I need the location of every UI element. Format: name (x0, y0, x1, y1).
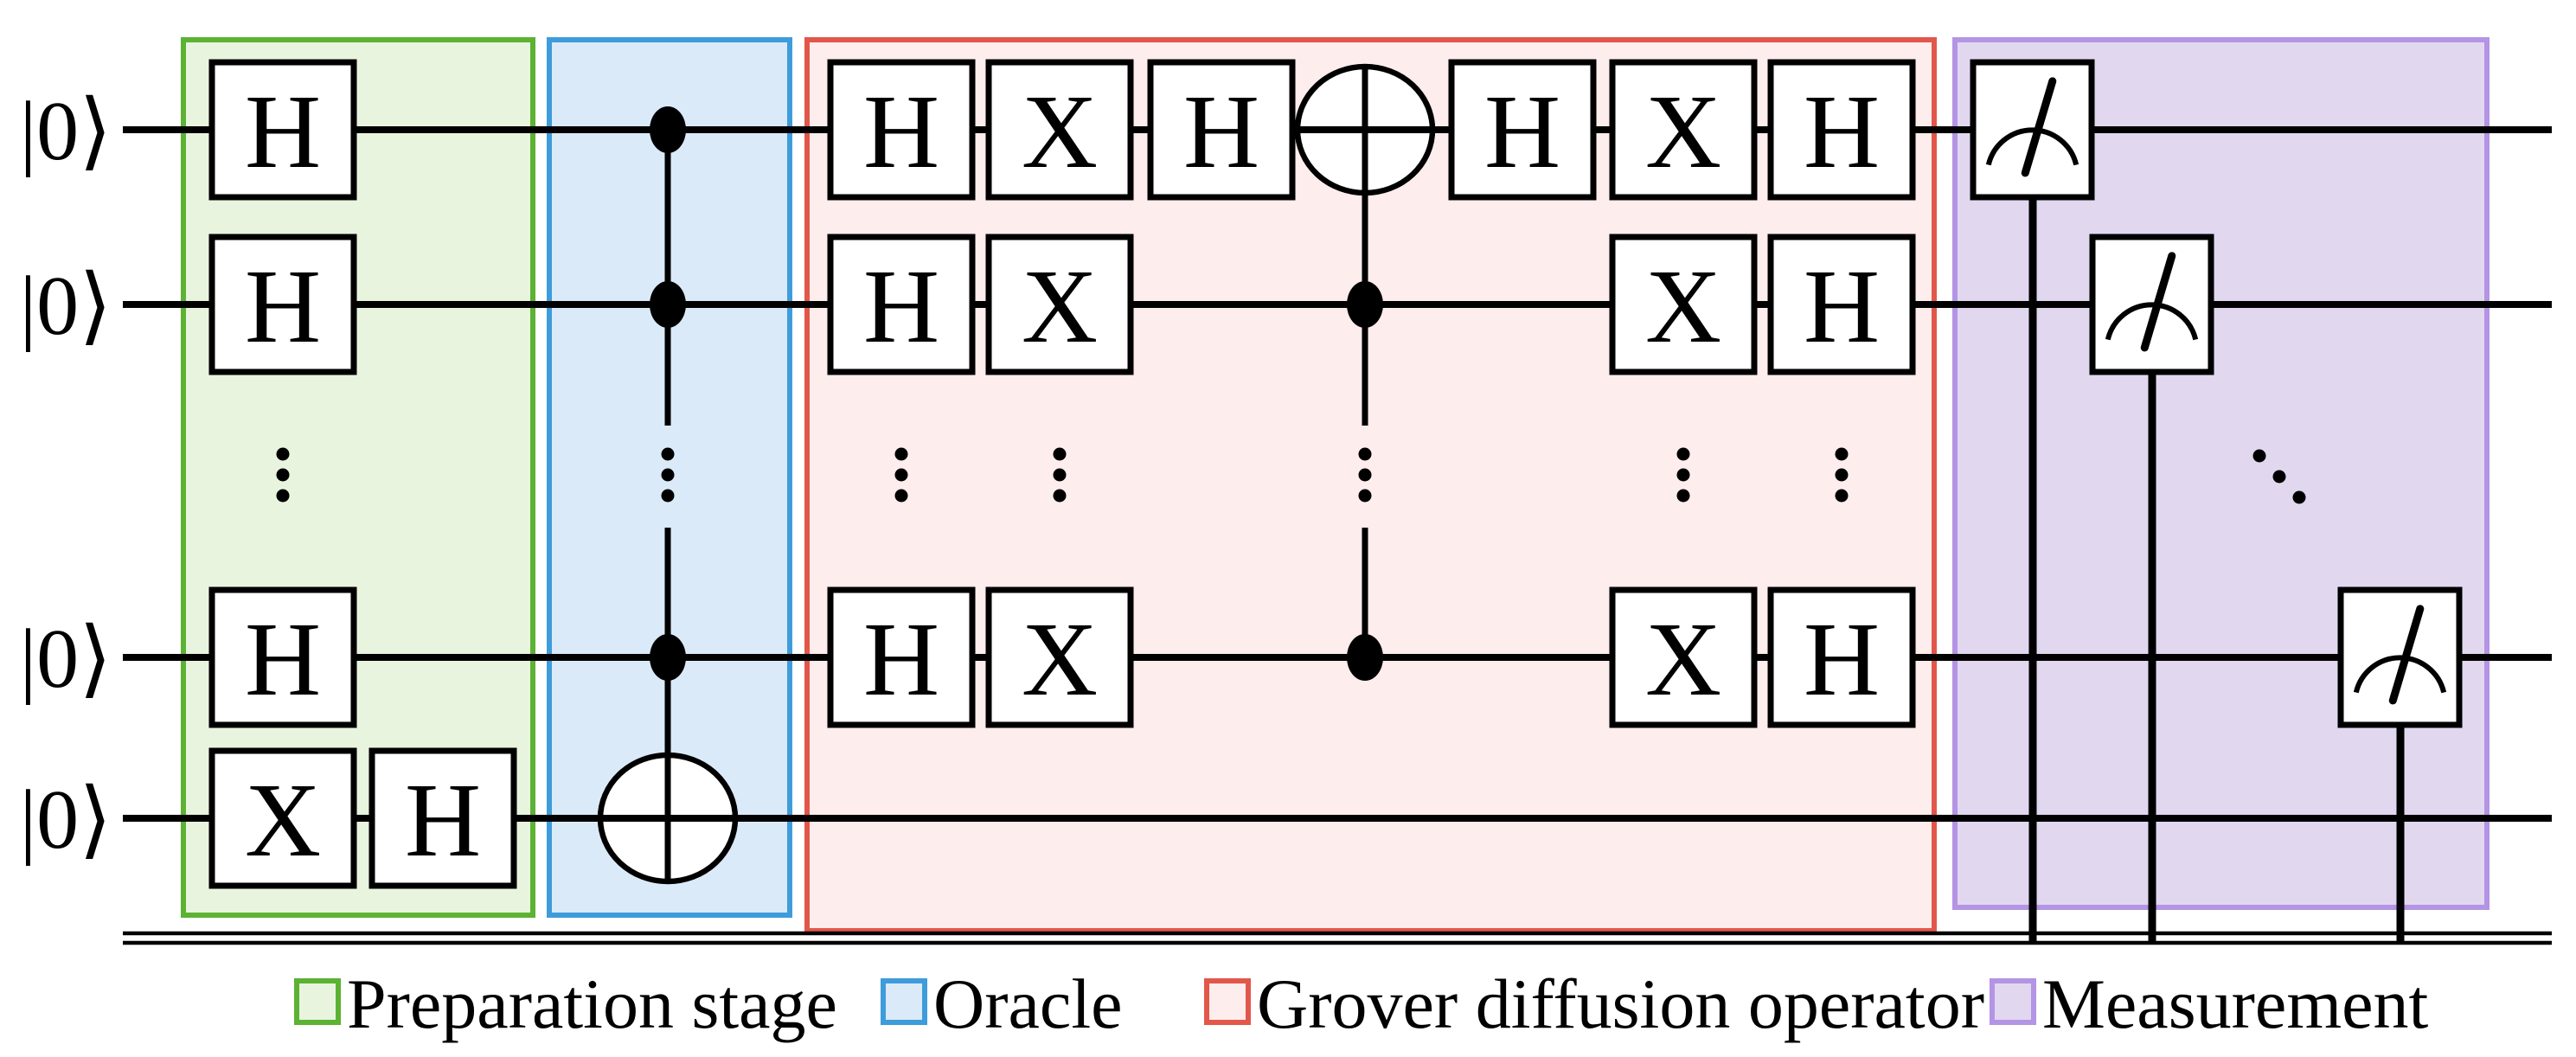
ellipsis-dot (894, 489, 908, 503)
control-dot (1347, 281, 1383, 328)
ellipsis-dot (1053, 447, 1067, 461)
ellipsis-dot (276, 468, 290, 482)
gate-box-h (1767, 586, 1916, 728)
gate-box-h (827, 234, 976, 375)
ellipsis-dot (894, 468, 908, 482)
ellipsis-dot (1835, 468, 1849, 482)
gate-box-h (1767, 234, 1916, 375)
ket-label-2: |0⟩ (20, 612, 112, 706)
measurement-gate-2 (2337, 586, 2463, 728)
gate-letter-x: X (1645, 601, 1721, 718)
ellipsis-dot (1358, 447, 1372, 461)
gate-letter-h: H (245, 248, 321, 365)
ellipsis-dot (1053, 468, 1067, 482)
ellipsis-dot (1676, 447, 1690, 461)
gate-box-h (208, 234, 357, 375)
control-dot (650, 281, 686, 328)
legend-swatch-diffusion (1204, 978, 1251, 1025)
legend-label-preparation: Preparation stage (347, 964, 837, 1043)
ket-label-0: |0⟩ (20, 85, 112, 178)
ellipsis-dot (276, 489, 290, 503)
legend-item-preparation: Preparation stage (294, 964, 837, 1043)
measurement-gate-1 (2089, 234, 2214, 375)
gate-letter-h: H (863, 601, 939, 718)
gate-box-x (1609, 234, 1758, 375)
gate-letter-h: H (1183, 74, 1259, 190)
gate-letter-h: H (863, 74, 939, 190)
gate-box-h (208, 59, 357, 201)
ket-label-3: |0⟩ (20, 773, 112, 867)
gate-box-h (1448, 59, 1597, 201)
ellipsis-dot (661, 468, 675, 482)
legend-swatch-oracle (881, 978, 927, 1025)
gate-box-h (827, 59, 976, 201)
diagonal-ellipsis-dot (2292, 490, 2306, 504)
ellipsis-dot (1835, 447, 1849, 461)
gate-box-h (1767, 59, 1916, 201)
gate-letter-h: H (1804, 601, 1880, 718)
meter-arc-icon (2105, 302, 2199, 341)
legend-item-diffusion: Grover diffusion operator (1204, 964, 1984, 1043)
gate-letter-h: H (1484, 74, 1560, 190)
legend-swatch-measurement (1990, 978, 2036, 1025)
gate-box-x (1609, 586, 1758, 728)
legend-label-oracle: Oracle (933, 964, 1123, 1043)
gate-box-x (1609, 59, 1758, 201)
meter-needle-icon (2388, 605, 2425, 705)
gate-box-h (1147, 59, 1296, 201)
gate-box-h (368, 747, 517, 889)
gate-box-h (827, 586, 976, 728)
gate-box-x (208, 747, 357, 889)
gate-box-h (208, 586, 357, 728)
gate-letter-h: H (405, 762, 481, 879)
legend-item-measurement: Measurement (1990, 964, 2428, 1043)
gate-letter-x: X (1645, 74, 1721, 190)
ellipsis-dot (1053, 489, 1067, 503)
gate-box-x (985, 234, 1134, 375)
ellipsis-dot (1358, 468, 1372, 482)
ellipsis-dot (1358, 489, 1372, 503)
gate-letter-h: H (1804, 74, 1880, 190)
gate-box-x (985, 59, 1134, 201)
gate-letter-x: X (1022, 74, 1098, 190)
ellipsis-dot (661, 447, 675, 461)
legend-label-diffusion: Grover diffusion operator (1257, 964, 1984, 1043)
measurement-gate-0 (1970, 59, 2095, 201)
gate-letter-x: X (1022, 601, 1098, 718)
control-dot (650, 634, 686, 681)
ket-label-1: |0⟩ (20, 259, 112, 353)
gate-letter-h: H (1804, 248, 1880, 365)
gate-letter-x: X (1645, 248, 1721, 365)
legend-item-oracle: Oracle (881, 964, 1123, 1043)
meter-needle-icon (2140, 252, 2176, 352)
diagonal-ellipsis-dot (2252, 449, 2266, 463)
ellipsis-dot (276, 447, 290, 461)
meter-arc-icon (2353, 655, 2447, 694)
ellipsis-dot (661, 489, 675, 503)
ellipsis-dot (1676, 489, 1690, 503)
meter-needle-icon (2021, 77, 2057, 177)
legend-label-measurement: Measurement (2042, 964, 2428, 1043)
gate-letter-x: X (1022, 248, 1098, 365)
legend-swatch-preparation (294, 978, 341, 1025)
gate-box-x (985, 586, 1134, 728)
ellipsis-dot (1835, 489, 1849, 503)
gate-letter-h: H (863, 248, 939, 365)
ellipsis-dot (894, 447, 908, 461)
ellipsis-dot (1676, 468, 1690, 482)
control-dot (650, 106, 686, 153)
diagonal-ellipsis-dot (2272, 470, 2286, 484)
gate-letter-h: H (245, 601, 321, 718)
control-dot (1347, 634, 1383, 681)
gate-letter-h: H (245, 74, 321, 190)
gate-letter-x: X (245, 762, 321, 879)
meter-arc-icon (1985, 127, 2079, 166)
